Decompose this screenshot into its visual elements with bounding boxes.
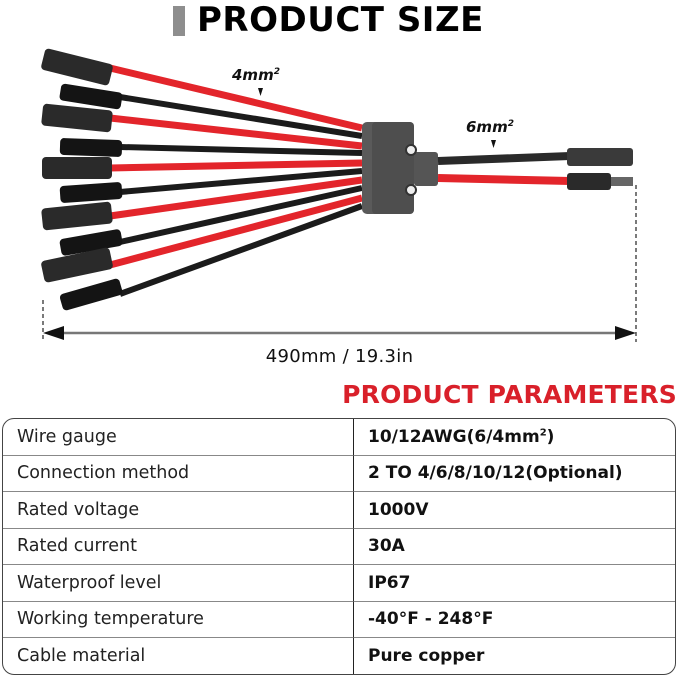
param-label: Waterproof level [3, 565, 354, 602]
input-gauge-label: 4mm2 [232, 66, 280, 84]
mc4-female-connector-icon [41, 48, 113, 86]
param-value: 1000V [354, 492, 675, 529]
parameters-title: PRODUCT PARAMETERS [342, 380, 677, 409]
dimension-line [42, 88, 637, 342]
table-row: Wire gauge 10/12AWG(6/4mm2) [3, 419, 675, 456]
page-title: PRODUCT SIZE [197, 0, 484, 40]
mc4-male-connector-icon [59, 83, 123, 110]
product-size-header: PRODUCT SIZE [173, 0, 484, 40]
table-row: Rated current 30A [3, 528, 675, 565]
output-wires [437, 152, 571, 185]
param-label: Cable material [3, 638, 354, 674]
left-connectors [41, 48, 123, 311]
mc4-male-connector-icon [59, 182, 123, 203]
right-connectors [567, 148, 633, 190]
mc4-male-output-icon [567, 173, 611, 190]
mc4-female-connector-icon [41, 201, 113, 231]
param-label: Rated current [3, 528, 354, 565]
param-label: Working temperature [3, 601, 354, 638]
parameters-table: Wire gauge 10/12AWG(6/4mm2) Connection m… [2, 418, 676, 675]
param-value: 10/12AWG(6/4mm2) [354, 419, 675, 456]
splitter-hub [362, 122, 438, 214]
cable-diagram [41, 48, 637, 342]
mc4-female-connector-icon [41, 247, 113, 283]
param-value: -40°F - 248°F [354, 602, 675, 638]
param-label: Wire gauge [3, 419, 354, 456]
title-accent-bar [173, 6, 185, 36]
table-row: Rated voltage 1000V [3, 492, 675, 529]
mc4-female-connector-icon [42, 157, 112, 179]
table-row: Working temperature -40°F - 248°F [3, 601, 675, 638]
table-row: Waterproof level IP67 [3, 565, 675, 602]
param-value: IP67 [354, 565, 675, 602]
mc4-female-connector-icon [41, 103, 113, 133]
param-value: Pure copper [368, 645, 485, 666]
param-label: Connection method [3, 455, 354, 492]
branch-wires [109, 64, 364, 297]
mc4-female-output-icon [567, 148, 633, 166]
length-label: 490mm / 19.3in [265, 346, 414, 367]
param-value: 30A [354, 529, 675, 565]
mc4-male-connector-icon [59, 229, 123, 256]
output-gauge-label: 6mm2 [466, 118, 514, 136]
table-row: Connection method 2 TO 4/6/8/10/12(Optio… [3, 455, 675, 492]
mc4-male-connector-icon [59, 278, 123, 311]
param-label: Rated voltage [3, 492, 354, 529]
mc4-male-connector-icon [59, 138, 123, 157]
param-value: 2 TO 4/6/8/10/12(Optional) [354, 456, 675, 492]
table-row: Cable material Pure copper [3, 638, 675, 674]
